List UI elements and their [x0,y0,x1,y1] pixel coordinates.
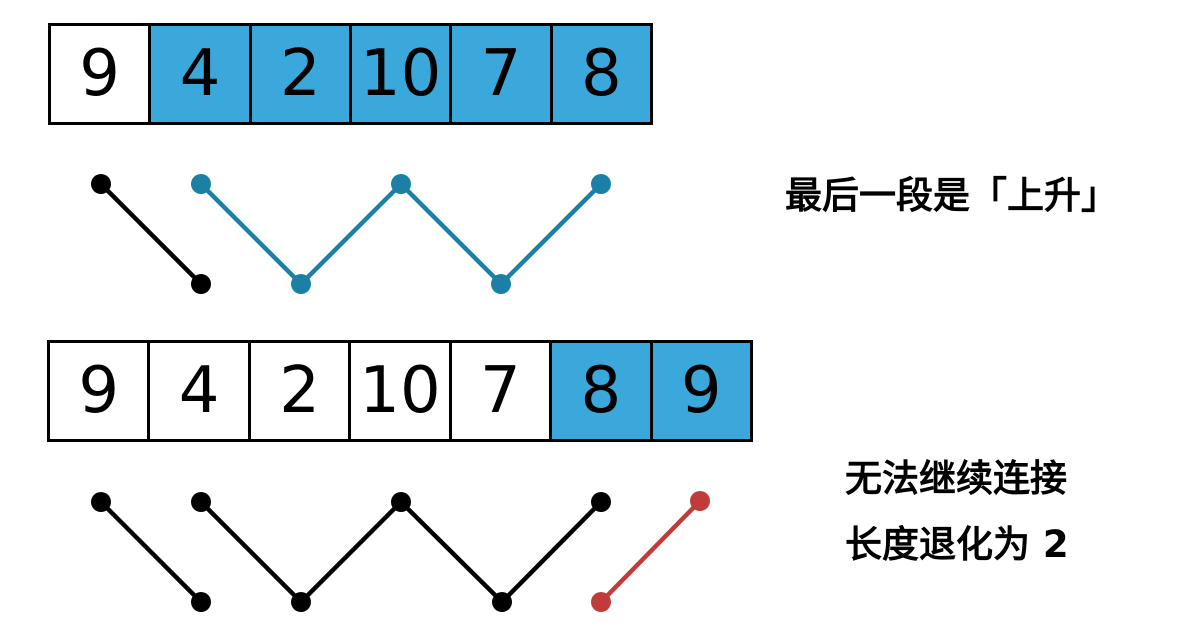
zigzag-segment [199,498,603,606]
zigzag-dot [191,174,211,194]
array-cell: 7 [448,340,553,442]
zigzag-dot [91,492,111,512]
zigzag-dot [391,174,411,194]
caption-bottom-line1: 无法继续连接 [845,457,1067,500]
zigzag-dot [391,492,411,512]
cell-value: 4 [178,354,220,428]
cell-value: 9 [680,354,722,428]
zigzag-dot [591,174,611,194]
cell-value: 8 [580,37,622,111]
array-bottom: 9 4 2 10 7 8 9 [47,340,753,442]
cell-value: 10 [359,37,442,111]
zigzag-dot [191,592,211,612]
array-cell: 2 [247,340,352,442]
cell-value: 2 [279,37,321,111]
caption-top: 最后一段是「上升」 [785,174,1118,217]
zigzag-segment [99,500,203,604]
zigzag-dot [291,274,311,294]
zigzag-dot [291,592,311,612]
array-cell: 9 [47,340,151,442]
zigzag-dot [191,492,211,512]
cell-value: 9 [78,354,120,428]
array-cell: 10 [348,340,452,442]
array-cell: 9 [649,340,753,442]
array-top: 9 4 2 10 7 8 [48,23,653,125]
array-cell: 7 [449,23,553,125]
zigzag-dot [690,491,710,511]
array-cell: 8 [549,23,653,125]
array-cell: 10 [348,23,453,125]
zigzag-segment [99,182,203,286]
array-cell: 2 [248,23,352,125]
cell-value: 8 [580,354,622,428]
zigzag-dot [591,492,611,512]
array-cell: 4 [147,340,251,442]
array-cell: 4 [148,23,252,125]
cell-value: 4 [179,37,221,111]
caption-bottom-line2: 长度退化为 2 [845,523,1069,566]
cell-value: 10 [359,354,441,428]
array-cell: 9 [48,23,152,125]
cell-value: 7 [480,37,522,111]
cell-value: 7 [480,354,521,428]
zigzag-dot [492,592,512,612]
cell-value: 2 [279,354,320,428]
zigzag-dot [491,274,511,294]
cell-value: 9 [79,37,121,111]
zigzag-segment [599,499,702,604]
zigzag-dot [191,274,211,294]
array-cell: 8 [549,340,653,442]
zigzag-dot [591,592,611,612]
zigzag-segment [199,180,603,288]
zigzag-dot [91,174,111,194]
